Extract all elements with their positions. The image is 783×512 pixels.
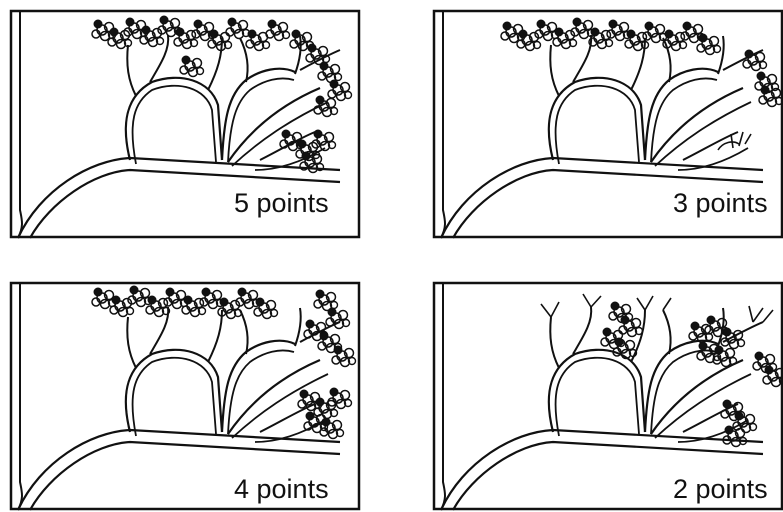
tree-panel-3-points: 3 points [433,10,783,238]
score-label: 2 points [669,474,772,504]
score-label: 5 points [230,188,333,218]
score-label: 3 points [669,188,772,218]
tree-panel-4-points: 4 points [10,282,360,510]
tree-panel-2-points: 2 points [433,282,783,510]
score-label: 4 points [230,474,333,504]
tree-panel-5-points: 5 points [10,10,360,238]
